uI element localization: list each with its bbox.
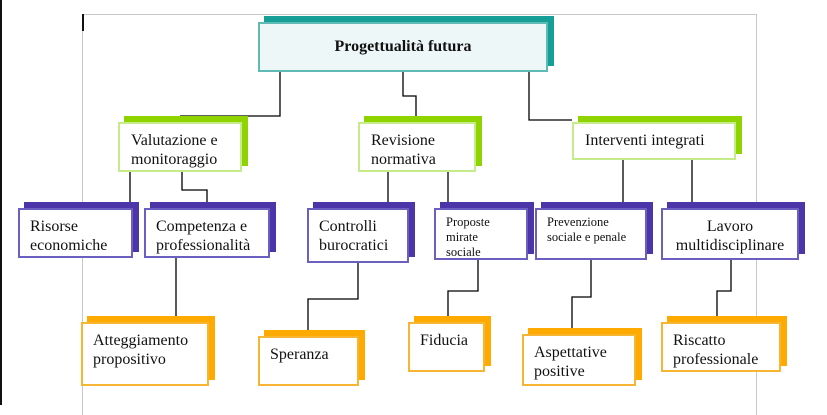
- connector-b3c2-b3c2o: [716, 260, 732, 322]
- node-interventi-integrati[interactable]: Interventi integrati: [572, 116, 742, 160]
- node-label: Speranza: [270, 346, 329, 363]
- connector-b1c2-b1c2o: [145, 258, 177, 323]
- node-face: Progettualità futura: [258, 22, 548, 72]
- text-caret: [82, 14, 84, 31]
- node-face: Interventi integrati: [572, 122, 736, 160]
- connector-b3-b3c1: [591, 160, 624, 209]
- connector-root-b2: [402, 72, 417, 116]
- connector-b2c1-b2c1o: [307, 263, 359, 336]
- root-node-progettualita-futura[interactable]: Progettualità futura: [258, 16, 554, 72]
- text-cursor-bar: [0, 0, 2, 405]
- connector-b2c2-b2c2o: [447, 260, 479, 322]
- node-label: Interventi integrati: [585, 132, 705, 149]
- connector-b3c1-b3c1o: [571, 260, 592, 334]
- node-face: Speranza: [258, 336, 359, 386]
- connector-b3-b3c2: [691, 160, 730, 209]
- node-speranza[interactable]: Speranza: [258, 330, 365, 386]
- node-label: Progettualità futura: [334, 38, 472, 55]
- node-label: Fiducia: [420, 332, 468, 349]
- connector-b1-b1c2: [181, 172, 208, 208]
- connector-root-b1: [180, 72, 281, 117]
- node-fiducia[interactable]: Fiducia: [408, 316, 491, 372]
- connector-root-b3: [528, 72, 572, 121]
- node-face: Fiducia: [408, 322, 485, 372]
